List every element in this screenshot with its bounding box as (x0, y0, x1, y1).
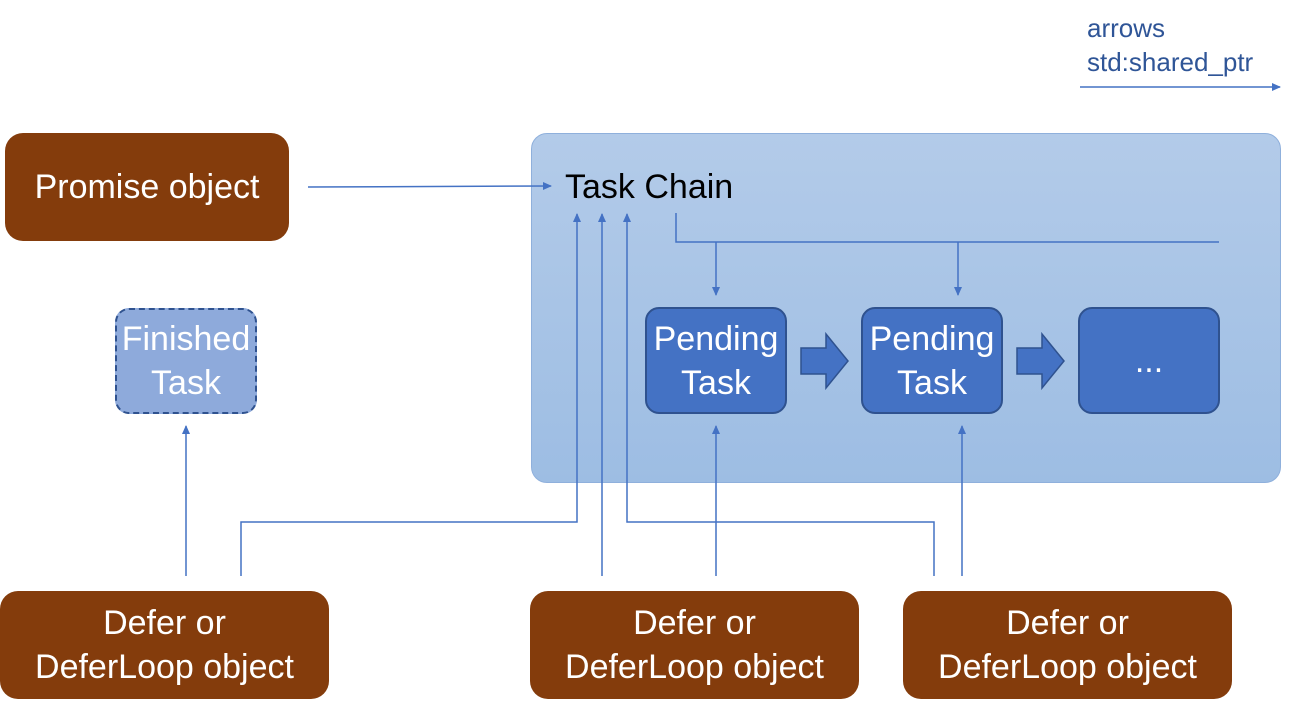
pending-task-1-line2: Task (681, 363, 751, 402)
chain-branch-line (675, 213, 1219, 243)
defer-1-to-chain-arrow (240, 213, 581, 576)
defer-object-box-3: Defer or DeferLoop object (903, 591, 1232, 699)
finished-task-line1: Finished (121, 320, 251, 358)
defer-object-box-2: Defer or DeferLoop object (530, 591, 859, 699)
pending-task-2-line2: Task (897, 363, 967, 402)
promise-object-label: Promise object (34, 168, 260, 206)
defer-object-2-line1: Defer or (633, 604, 756, 642)
defer-3-to-chain-arrow (623, 213, 935, 576)
promise-to-chain-arrow (307, 182, 552, 191)
task-chain-title: Task Chain (565, 168, 734, 206)
defer-object-2-line2: DeferLoop object (565, 648, 824, 686)
defer-object-1-line1: Defer or (103, 604, 226, 642)
pending-task-2: Pending Task (861, 307, 1003, 414)
legend-shared-ptr-label: std:shared_ptr (1087, 47, 1254, 77)
legend-arrows-label: arrows (1087, 13, 1166, 43)
pending-task-1-line1: Pending (653, 319, 779, 358)
more-tasks-label: ... (1134, 341, 1164, 380)
pending-task-2-line1: Pending (869, 319, 995, 358)
finished-task-line2: Task (151, 364, 221, 402)
more-tasks-box: ... (1078, 307, 1220, 414)
pending-1-to-pending-2-block-arrow (800, 331, 849, 391)
defer-object-3-line2: DeferLoop object (938, 648, 1197, 686)
promise-object-box: Promise object (5, 133, 289, 241)
defer-object-box-1: Defer or DeferLoop object (0, 591, 329, 699)
pending-2-to-more-block-arrow (1016, 331, 1065, 391)
defer-object-3-line1: Defer or (1006, 604, 1129, 642)
defer-object-1-line2: DeferLoop object (35, 648, 294, 686)
finished-task-box: Finished Task (115, 308, 257, 414)
pending-task-1: Pending Task (645, 307, 787, 414)
